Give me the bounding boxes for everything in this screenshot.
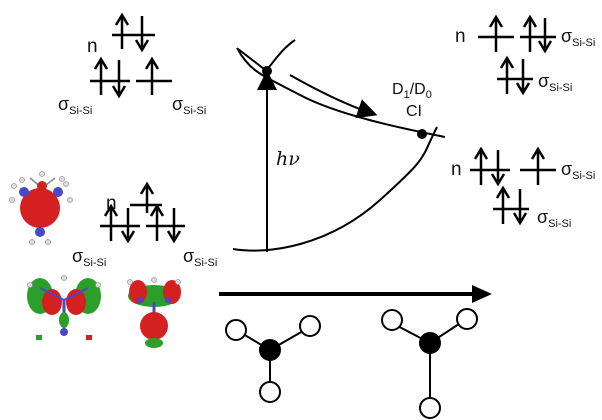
sigma-symbol: σ [58,94,70,114]
label-hv: hν [276,148,300,170]
sigma-symbol: σ [537,207,549,227]
orbital-picture-sigma-1 [27,275,101,340]
label-n-bottom-right: n [451,159,462,180]
sigma-subscript: Si-Si [572,37,596,49]
d-separator: /D [409,81,426,98]
sigma-symbol: σ [172,94,184,114]
electron-pair-sigma-1 [93,56,127,99]
electron-pair-n [473,146,506,187]
sigma-subscript: Si-Si [548,218,572,230]
electron-pair-sigma-2 [149,203,182,244]
config-bottom-right [470,146,556,226]
conical-intersection-point [417,129,427,139]
sigma-symbol: σ [183,246,195,266]
molecule-planar [225,315,321,403]
sigma-symbol: σ [538,71,550,91]
reaction-coordinate-arrowhead [472,285,492,303]
orbital-picture-n [9,171,73,245]
electron-single-n [139,181,155,213]
electron-pair-sigma-1 [103,203,136,244]
d-symbol-1: D [392,81,404,98]
label-sigma-mid-left-2: σSi-Si [183,247,217,269]
sigma-subscript: Si-Si [69,105,93,117]
label-n-mid-left: n [106,193,117,214]
relaxation-arrow [289,74,378,119]
excited-state-curve [236,47,446,138]
sigma-subscript: Si-Si [83,257,107,269]
label-n-top-right: n [455,26,466,47]
label-sigma-bottom-right-2: σSi-Si [537,208,571,230]
config-top-left [90,12,172,99]
sigma-subscript: Si-Si [183,105,207,117]
config-top-right [478,14,556,96]
label-sigma-mid-left-1: σSi-Si [72,247,106,269]
electron-single-sigma-1 [530,146,546,185]
molecule-pyramidal [381,308,478,419]
sigma-subscript: Si-Si [194,257,218,269]
sigma-subscript: Si-Si [572,170,596,182]
d-subscript-1: 1 [403,89,410,101]
electron-single-n [488,14,504,52]
label-sigma-top-right-1: σSi-Si [561,27,595,49]
label-d1-d0: D1/D0 [392,82,432,101]
electron-pair-n [114,12,150,53]
sigma-symbol: σ [561,26,573,46]
sigma-symbol: σ [72,246,84,266]
ground-state-curve [232,126,438,252]
franck-condon-point [262,66,272,76]
orbital-picture-sigma-2 [127,277,181,348]
label-sigma-top-left-2: σSi-Si [172,95,206,117]
electron-pair-sigma-2 [499,55,531,96]
label-sigma-top-left-1: σSi-Si [58,95,92,117]
config-mid-left [100,181,185,244]
electron-pair-sigma-1 [522,14,553,54]
sigma-symbol: σ [561,159,573,179]
label-sigma-top-right-2: σSi-Si [538,72,572,94]
label-n-top-left: n [87,36,98,57]
d-subscript-0: 0 [425,89,432,101]
label-ci: CI [406,103,422,120]
sigma-subscript: Si-Si [549,82,573,94]
electron-pair-sigma-2 [495,185,528,226]
electron-single-sigma-2 [144,56,160,95]
label-sigma-bottom-right-1: σSi-Si [561,160,595,182]
